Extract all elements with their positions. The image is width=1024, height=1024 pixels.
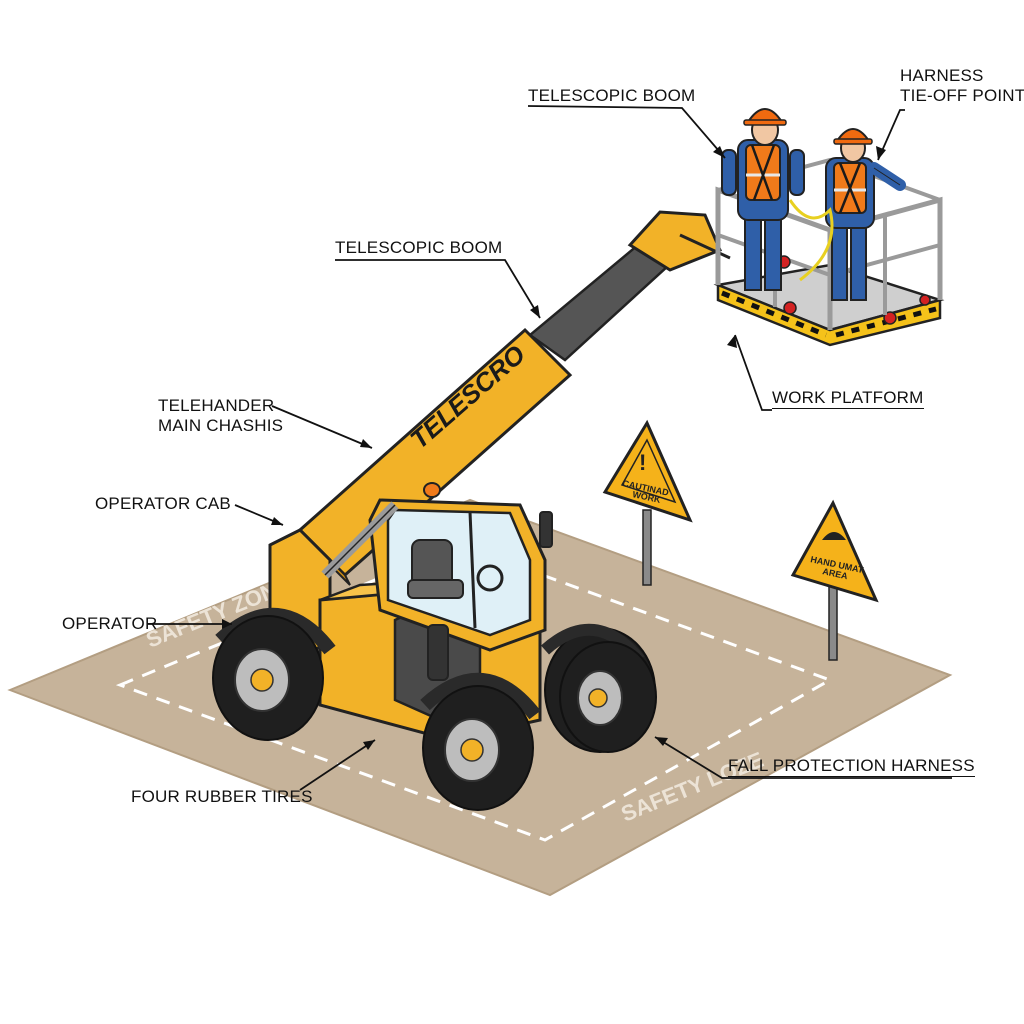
label-operator-text: OPERATOR bbox=[62, 614, 158, 633]
label-work-platform-text: WORK PLATFORM bbox=[772, 388, 924, 409]
front-left-tire bbox=[212, 615, 324, 741]
label-fall-protection-harness: FALL PROTECTION HARNESS bbox=[728, 756, 975, 777]
label-chassis-line2: MAIN CHASHIS bbox=[158, 416, 284, 435]
callout-arrows bbox=[148, 105, 952, 791]
arrow-fall-protection bbox=[654, 736, 952, 779]
arrow-chassis bbox=[271, 405, 373, 449]
rear-right-wheel-visible bbox=[559, 641, 657, 753]
label-operator: OPERATOR bbox=[62, 614, 157, 634]
steering-wheel-icon bbox=[476, 564, 504, 592]
warning-sign-hard-hat-area: HAND UMAT AREA bbox=[790, 499, 879, 661]
lanyard-line bbox=[788, 199, 834, 282]
label-fall-protection-text: FALL PROTECTION HARNESS bbox=[728, 756, 975, 777]
warning-sign-exclamation-icon: ! bbox=[639, 450, 646, 475]
arrow-telescopic-boom-mid bbox=[335, 259, 541, 319]
front-right-tire bbox=[422, 685, 534, 811]
beacon-light-icon bbox=[423, 482, 441, 498]
label-operator-cab: OPERATOR CAB bbox=[95, 494, 231, 514]
arrow-telescopic-boom-top bbox=[527, 105, 726, 159]
warning-sign-caution-work: ! CAUTINAD WORK bbox=[602, 419, 693, 586]
label-operator-cab-text: OPERATOR CAB bbox=[95, 494, 231, 513]
callout-arrowheads bbox=[222, 146, 886, 750]
arrow-four-tires bbox=[299, 739, 376, 791]
label-telescopic-boom-mid-text: TELESCOPIC BOOM bbox=[335, 238, 503, 257]
label-chassis-line1: TELEHANDER bbox=[158, 396, 275, 415]
worker-left bbox=[721, 108, 805, 291]
boom-head bbox=[627, 210, 722, 272]
side-mirror-icon bbox=[539, 511, 553, 548]
label-work-platform: WORK PLATFORM bbox=[772, 388, 924, 409]
label-telescopic-boom-mid: TELESCOPIC BOOM bbox=[335, 238, 502, 258]
hard-hat-icon bbox=[822, 532, 846, 540]
label-harness-tie-off-point: HARNESS TIE-OFF POINT bbox=[900, 66, 1024, 106]
label-harness-line2: TIE-OFF POINT bbox=[900, 86, 1024, 105]
label-harness-line1: HARNESS bbox=[900, 66, 984, 85]
arrow-work-platform bbox=[734, 334, 772, 411]
label-telehander-main-chassis: TELEHANDER MAIN CHASHIS bbox=[158, 396, 283, 436]
label-four-tires-text: FOUR RUBBER TIRES bbox=[131, 787, 313, 806]
arrow-harness-tie-off bbox=[877, 109, 905, 161]
label-four-rubber-tires: FOUR RUBBER TIRES bbox=[131, 787, 313, 807]
telehandler-body bbox=[215, 482, 645, 742]
label-telescopic-boom-top: TELESCOPIC BOOM bbox=[528, 86, 695, 106]
worker-right bbox=[825, 128, 906, 301]
label-telescopic-boom-top-text: TELESCOPIC BOOM bbox=[528, 86, 696, 105]
